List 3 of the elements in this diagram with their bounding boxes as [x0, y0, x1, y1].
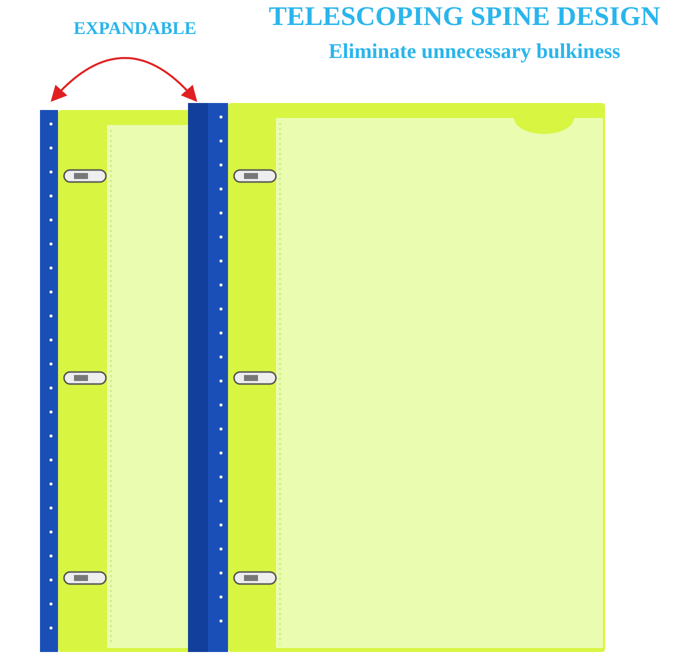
subheading: Eliminate unnecessary bulkiness	[328, 38, 622, 64]
expandable-label: EXPANDABLE	[72, 17, 198, 40]
heading: TELESCOPING SPINE DESIGN	[268, 0, 662, 33]
